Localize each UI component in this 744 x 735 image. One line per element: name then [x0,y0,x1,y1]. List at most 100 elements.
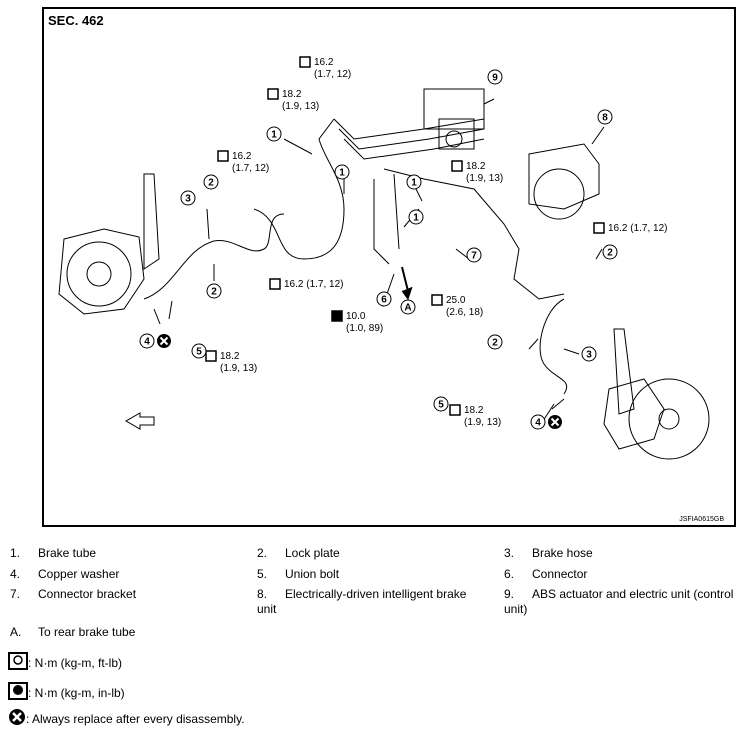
torque-label-t7: 10.0 (1.0, 89) [331,310,383,334]
torque-value: 18.2 [220,351,240,362]
left-brake-caliper [58,228,145,315]
svg-text:1: 1 [413,213,419,224]
torque-sub: (1.9, 13) [464,417,501,428]
svg-text:2: 2 [492,338,498,349]
svg-text:4: 4 [144,337,150,348]
symbol-key-torque-ftlb: : N·m (kg-m, ft-lb) [8,652,122,670]
replace-x-icon [157,334,171,348]
svg-text:9: 9 [492,73,498,84]
right-brake-caliper [603,378,665,450]
svg-text:A: A [404,303,411,314]
symbol-key-torque-inlb: : N·m (kg-m, in-lb) [8,682,125,700]
right-brake-hose [539,298,567,395]
callout-5: 5 [433,396,449,412]
torque-label-t5: 16.2 (1.7, 12) [593,222,667,234]
torque-value: 25.0 [446,295,466,306]
torque-sub: (1.7, 12) [232,163,269,174]
torque-sub: (1.9, 13) [466,173,503,184]
torque-sub: (1.7, 12) [314,69,351,80]
reference-code: JSFIA0615GB [679,516,724,523]
callout-2: 2 [203,174,219,190]
svg-text:2: 2 [211,287,217,298]
callout-1: 1 [266,126,282,142]
svg-text:2: 2 [607,248,613,259]
legend-item-7: 7.Connector bracket [10,587,137,601]
tube-bundle [333,118,485,140]
right-brake-tube [383,168,565,300]
torque-wrench-icon [8,652,28,670]
torque-value: 18.2 [282,89,302,100]
legend-item-9: 9.ABS actuator and electric unit (contro… [504,587,734,616]
brake-piping-diagram: 16.2 (1.7, 12) 18.2 (1.9, 13) 16.2 (1.7,… [58,56,710,460]
torque-label-t9: 18.2 (1.9, 13) [205,350,257,374]
torque-sub: (1.9, 13) [282,101,319,112]
left-strut [143,173,160,270]
callout-7: 7 [466,247,482,263]
right-brake-disc [628,378,710,460]
svg-text:5: 5 [196,347,202,358]
callout-3: 3 [581,346,597,362]
legend-note-a: A.To rear brake tube [10,625,136,639]
torque-label-t10: 18.2 (1.9, 13) [449,404,501,428]
torque-wrench-filled-icon [8,682,28,700]
torque-value: 16.2 [314,57,334,68]
svg-text:2: 2 [208,178,214,189]
callout-2: 2 [206,283,222,299]
torque-value: 10.0 [346,311,366,322]
legend-item-1: 1.Brake tube [10,546,97,560]
callout-6: 6 [376,291,392,307]
left-brake-hose [143,213,285,300]
svg-text:7: 7 [471,251,477,262]
callout-1: 1 [408,209,424,225]
torque-label-t8: 25.0 (2.6, 18) [431,294,483,318]
callout-3: 3 [180,190,196,206]
legend-item-3: 3.Brake hose [504,546,593,560]
torque-label-t3: 16.2 (1.7, 12) [217,150,269,174]
torque-value: 16.2 (1.7, 12) [284,279,343,290]
svg-text:1: 1 [411,178,417,189]
callout-2: 2 [487,334,503,350]
callout-4: 4 [139,333,155,349]
svg-text:3: 3 [185,194,191,205]
torque-value: 16.2 (1.7, 12) [608,223,667,234]
left-brake-disc [66,241,132,307]
legend-item-4: 4.Copper washer [10,567,120,581]
section-title: SEC. 462 [48,13,104,28]
callout-4: 4 [530,414,546,430]
callout-2: 2 [602,244,618,260]
callout-8: 8 [597,109,613,125]
torque-sub: (1.9, 13) [220,363,257,374]
svg-text:3: 3 [586,350,592,361]
replace-x-icon [9,709,25,725]
torque-label-t6: 16.2 (1.7, 12) [269,278,343,290]
replace-x-icon [548,415,562,429]
torque-label-t1: 16.2 (1.7, 12) [299,56,351,80]
torque-sub: (1.0, 89) [346,323,383,334]
torque-label-t2: 18.2 (1.9, 13) [267,88,319,112]
legend-item-6: 6.Connector [504,567,588,581]
callout-a: A [400,299,416,315]
symbol-key-replace: : Always replace after every disassembly… [8,708,245,726]
arrow-a [401,266,409,292]
svg-text:1: 1 [271,130,277,141]
legend-item-8: 8.Electrically-driven intelligent brake … [257,587,467,616]
svg-text:1: 1 [339,168,345,179]
torque-sub: (2.6, 18) [446,307,483,318]
abs-actuator [423,88,485,130]
callout-5: 5 [191,343,207,359]
callout-1: 1 [334,164,350,180]
front-arrow [124,412,155,430]
callout-1: 1 [406,174,422,190]
svg-text:8: 8 [602,113,608,124]
callout-9: 9 [487,69,503,85]
right-strut [613,328,635,415]
left-brake-tube [253,118,345,260]
torque-value: 18.2 [464,405,484,416]
torque-value: 18.2 [466,161,486,172]
legend-item-5: 5.Union bolt [257,567,340,581]
svg-text:4: 4 [535,418,541,429]
svg-text:5: 5 [438,400,444,411]
torque-value: 16.2 [232,151,252,162]
diagram-frame: 16.2 (1.7, 12) 18.2 (1.9, 13) 16.2 (1.7,… [42,7,736,527]
intelligent-brake-unit [528,143,600,210]
